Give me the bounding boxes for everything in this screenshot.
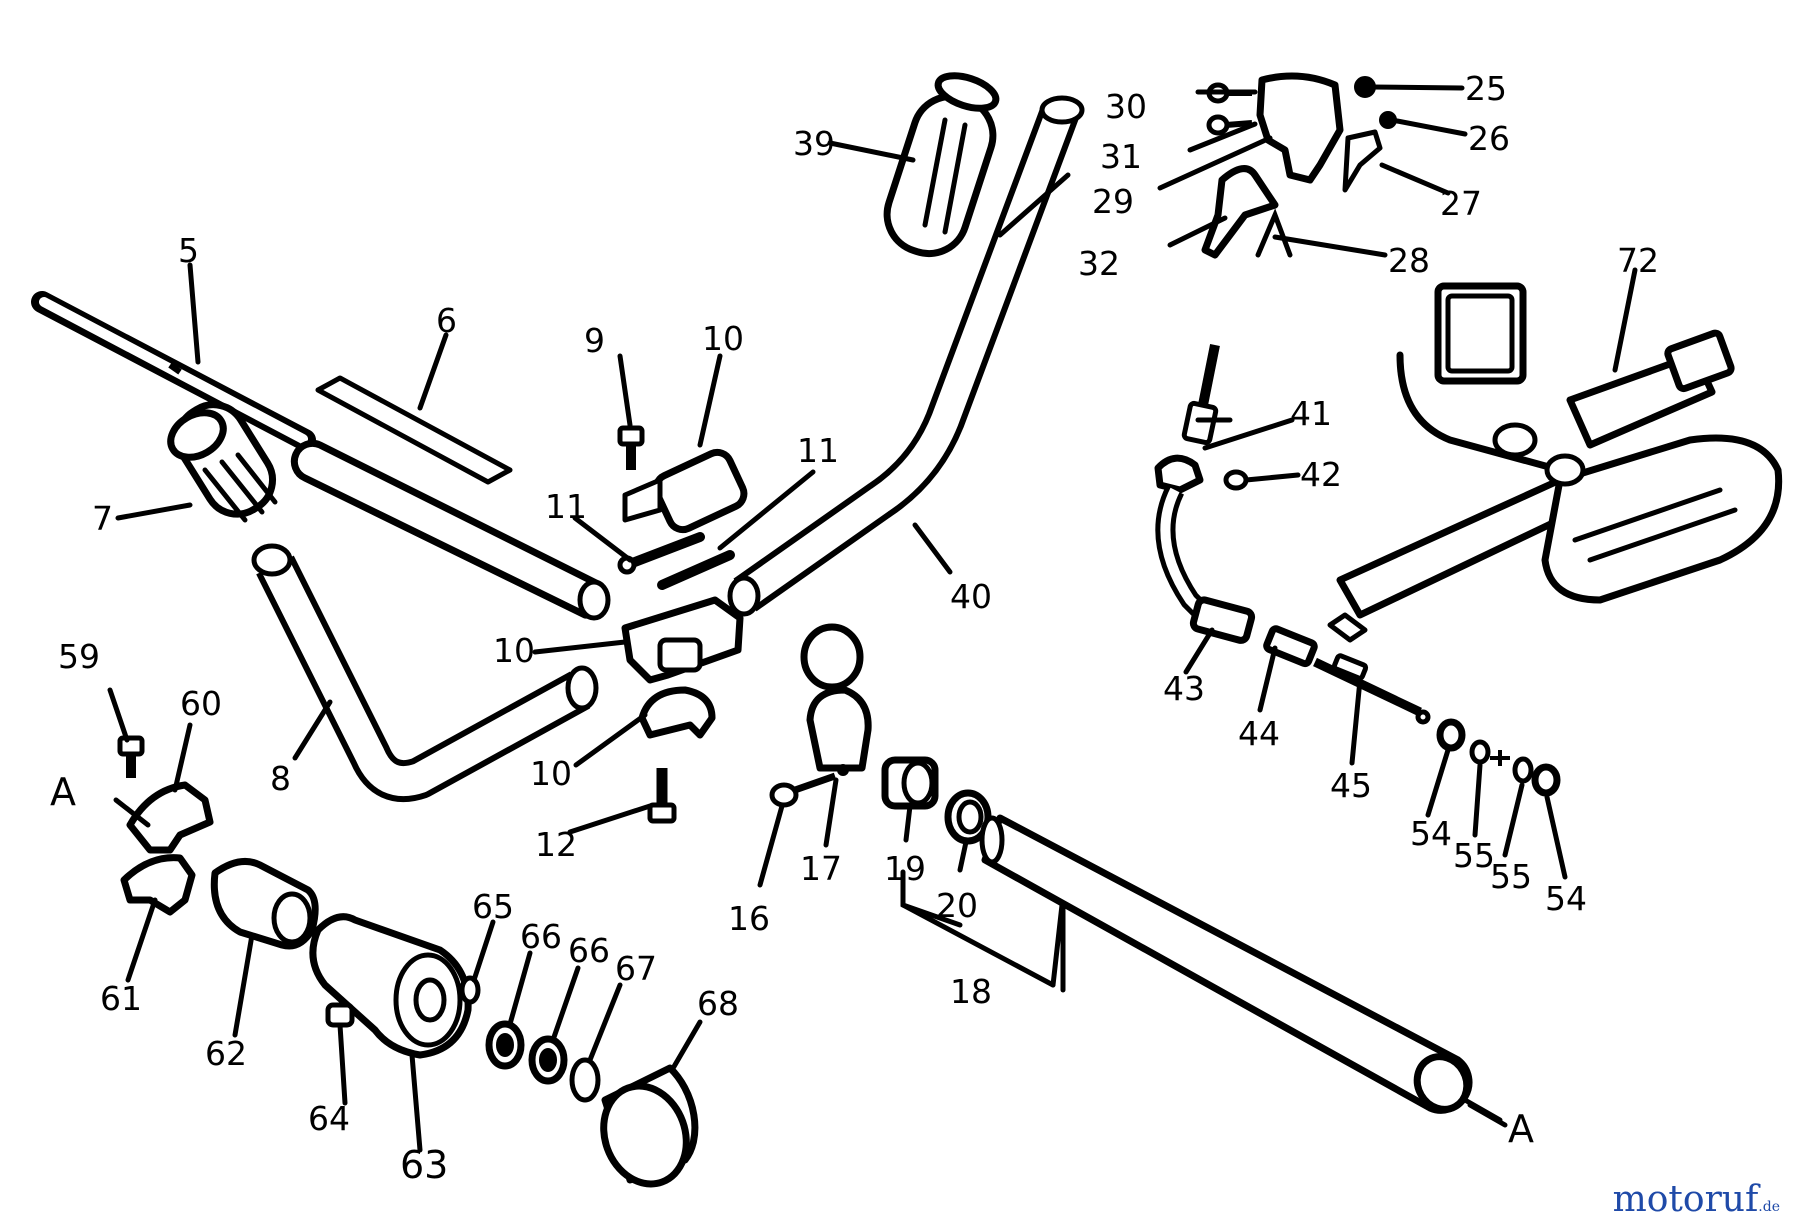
reference-a-right: A bbox=[1508, 1107, 1534, 1151]
part-6-pad bbox=[315, 375, 513, 485]
callout-29: 29 bbox=[1092, 182, 1134, 221]
part-32-trigger bbox=[1201, 165, 1279, 259]
part-65-snap-ring bbox=[459, 975, 481, 1005]
watermark-brand: motoruf bbox=[1612, 1179, 1759, 1220]
part-67-ring bbox=[569, 1057, 601, 1103]
callout-32: 32 bbox=[1078, 244, 1120, 283]
part-11-bolt-left bbox=[617, 532, 705, 575]
callout-60: 60 bbox=[180, 684, 222, 723]
callout-42: 42 bbox=[1300, 455, 1342, 494]
part-54-nut-right bbox=[1531, 763, 1561, 797]
callout-66-left: 66 bbox=[520, 917, 562, 956]
part-55-washer-right bbox=[1490, 750, 1534, 784]
part-59-bolt bbox=[117, 735, 145, 778]
callout-16: 16 bbox=[728, 899, 770, 938]
callout-45: 45 bbox=[1330, 766, 1372, 805]
callout-6: 6 bbox=[436, 301, 457, 340]
callout-25: 25 bbox=[1465, 69, 1507, 108]
callout-28: 28 bbox=[1388, 241, 1430, 280]
callout-55-right: 55 bbox=[1490, 857, 1532, 896]
part-11-bolt-right bbox=[657, 550, 735, 590]
callout-54-right: 54 bbox=[1545, 879, 1587, 918]
callout-labels: 5 6 7 8 9 10 11 11 10 10 12 16 17 19 20 … bbox=[50, 69, 1659, 1187]
callout-18: 18 bbox=[950, 972, 992, 1011]
callout-62: 62 bbox=[205, 1034, 247, 1073]
callout-67: 67 bbox=[615, 949, 657, 988]
part-55-washer-left bbox=[1469, 739, 1491, 765]
callout-59: 59 bbox=[58, 637, 100, 676]
part-54-nut-left bbox=[1436, 718, 1466, 752]
part-40-right-handle bbox=[727, 95, 1085, 617]
part-61-clamp bbox=[120, 854, 196, 916]
leader-lines bbox=[107, 84, 1638, 1153]
callout-65: 65 bbox=[472, 887, 514, 926]
callout-8: 8 bbox=[270, 759, 291, 798]
part-10-clamp-middle bbox=[621, 596, 744, 684]
callout-43: 43 bbox=[1163, 669, 1205, 708]
part-68-cup bbox=[600, 1064, 699, 1188]
part-63-gear-housing bbox=[309, 913, 472, 1059]
callout-11-right: 11 bbox=[797, 431, 839, 470]
callout-10-lower: 10 bbox=[530, 754, 572, 793]
callout-61: 61 bbox=[100, 979, 142, 1018]
part-42-screw bbox=[1223, 469, 1249, 491]
callout-64: 64 bbox=[308, 1099, 350, 1138]
throttle-housing bbox=[1256, 72, 1344, 184]
callout-19: 19 bbox=[884, 849, 926, 888]
part-28-spring bbox=[1255, 208, 1293, 258]
callout-31: 31 bbox=[1100, 137, 1142, 176]
part-39-right-grip bbox=[883, 72, 1000, 258]
callout-44: 44 bbox=[1238, 714, 1280, 753]
callout-63: 63 bbox=[400, 1143, 448, 1187]
part-10-clamp-lower bbox=[638, 686, 716, 739]
callout-12: 12 bbox=[535, 825, 577, 864]
callout-20: 20 bbox=[936, 886, 978, 925]
part-12-bolt bbox=[647, 768, 677, 824]
throttle-cable bbox=[1154, 344, 1431, 725]
part-62-housing bbox=[210, 857, 319, 950]
callout-66-right: 66 bbox=[568, 931, 610, 970]
handle-sleeve bbox=[290, 439, 611, 621]
callout-10-middle: 10 bbox=[493, 631, 535, 670]
part-9-bolt bbox=[617, 425, 645, 470]
callout-54-left: 54 bbox=[1410, 814, 1452, 853]
callout-17: 17 bbox=[800, 849, 842, 888]
reference-a-left: A bbox=[50, 770, 76, 814]
callout-39: 39 bbox=[793, 124, 835, 163]
part-31-screw bbox=[1206, 114, 1253, 136]
callout-40: 40 bbox=[950, 577, 992, 616]
callout-30: 30 bbox=[1105, 87, 1147, 126]
part-64-fitting bbox=[325, 1002, 355, 1028]
part-17-clamp-ring bbox=[800, 623, 872, 776]
callout-7: 7 bbox=[92, 499, 113, 538]
callout-11-left: 11 bbox=[545, 487, 587, 526]
callout-26: 26 bbox=[1468, 119, 1510, 158]
part-8-left-handle bbox=[251, 543, 599, 802]
callout-68: 68 bbox=[697, 984, 739, 1023]
part-66-bearing-b bbox=[528, 1035, 568, 1085]
watermark-logo: motoruf.de bbox=[1613, 1179, 1780, 1220]
part-72-harness bbox=[1336, 282, 1783, 619]
callout-72: 72 bbox=[1617, 241, 1659, 280]
callout-55-left: 55 bbox=[1453, 836, 1495, 875]
part-16-screw bbox=[769, 772, 837, 808]
callout-27: 27 bbox=[1440, 184, 1482, 223]
callout-41: 41 bbox=[1290, 394, 1332, 433]
callout-10-upper: 10 bbox=[702, 319, 744, 358]
callout-5: 5 bbox=[178, 231, 199, 270]
part-5-drive-shaft bbox=[31, 291, 316, 451]
part-10-clamp-upper bbox=[622, 448, 748, 534]
part-7-left-grip bbox=[167, 401, 278, 523]
part-27-switch bbox=[1342, 129, 1383, 193]
watermark-tld: .de bbox=[1758, 1199, 1780, 1215]
part-66-bearing-a bbox=[485, 1020, 525, 1070]
part-19-bushing bbox=[881, 756, 939, 810]
callout-9: 9 bbox=[584, 321, 605, 360]
